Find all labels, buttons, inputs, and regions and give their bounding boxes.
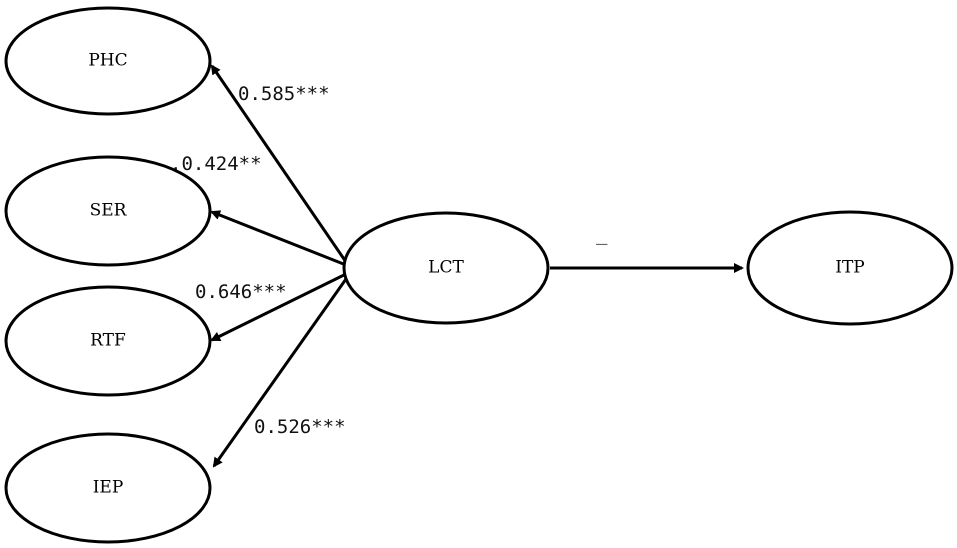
node-rtf-label: RTF	[90, 331, 126, 351]
node-itp-label: ITP	[835, 258, 865, 278]
node-lct: LCT	[342, 211, 550, 325]
edge-lct-ser	[210, 210, 347, 267]
node-ser: SER	[4, 155, 212, 267]
node-ser-label: SER	[90, 201, 128, 221]
edge-lct-phc	[210, 64, 348, 263]
node-itp: ITP	[746, 210, 954, 326]
coef-lct-phc: 0.585***	[238, 83, 330, 105]
node-phc-label: PHC	[88, 51, 127, 71]
edge-lct-iep	[212, 278, 348, 468]
node-iep-label: IEP	[93, 478, 124, 498]
edge-lct-rtf	[210, 272, 347, 342]
node-iep: IEP	[4, 432, 212, 544]
coef-lct-rtf: 0.646***	[195, 281, 287, 303]
node-phc: PHC	[4, 6, 212, 116]
node-rtf: RTF	[4, 285, 212, 397]
coef-lct-ser: .0.424**	[170, 153, 262, 175]
edge-labels: 0.585*** .0.424** 0.646*** 0.526*** _	[170, 83, 608, 438]
node-lct-label: LCT	[428, 258, 464, 278]
coef-lct-itp: _	[596, 223, 608, 245]
edges	[210, 64, 744, 468]
coef-lct-iep: 0.526***	[254, 416, 346, 438]
